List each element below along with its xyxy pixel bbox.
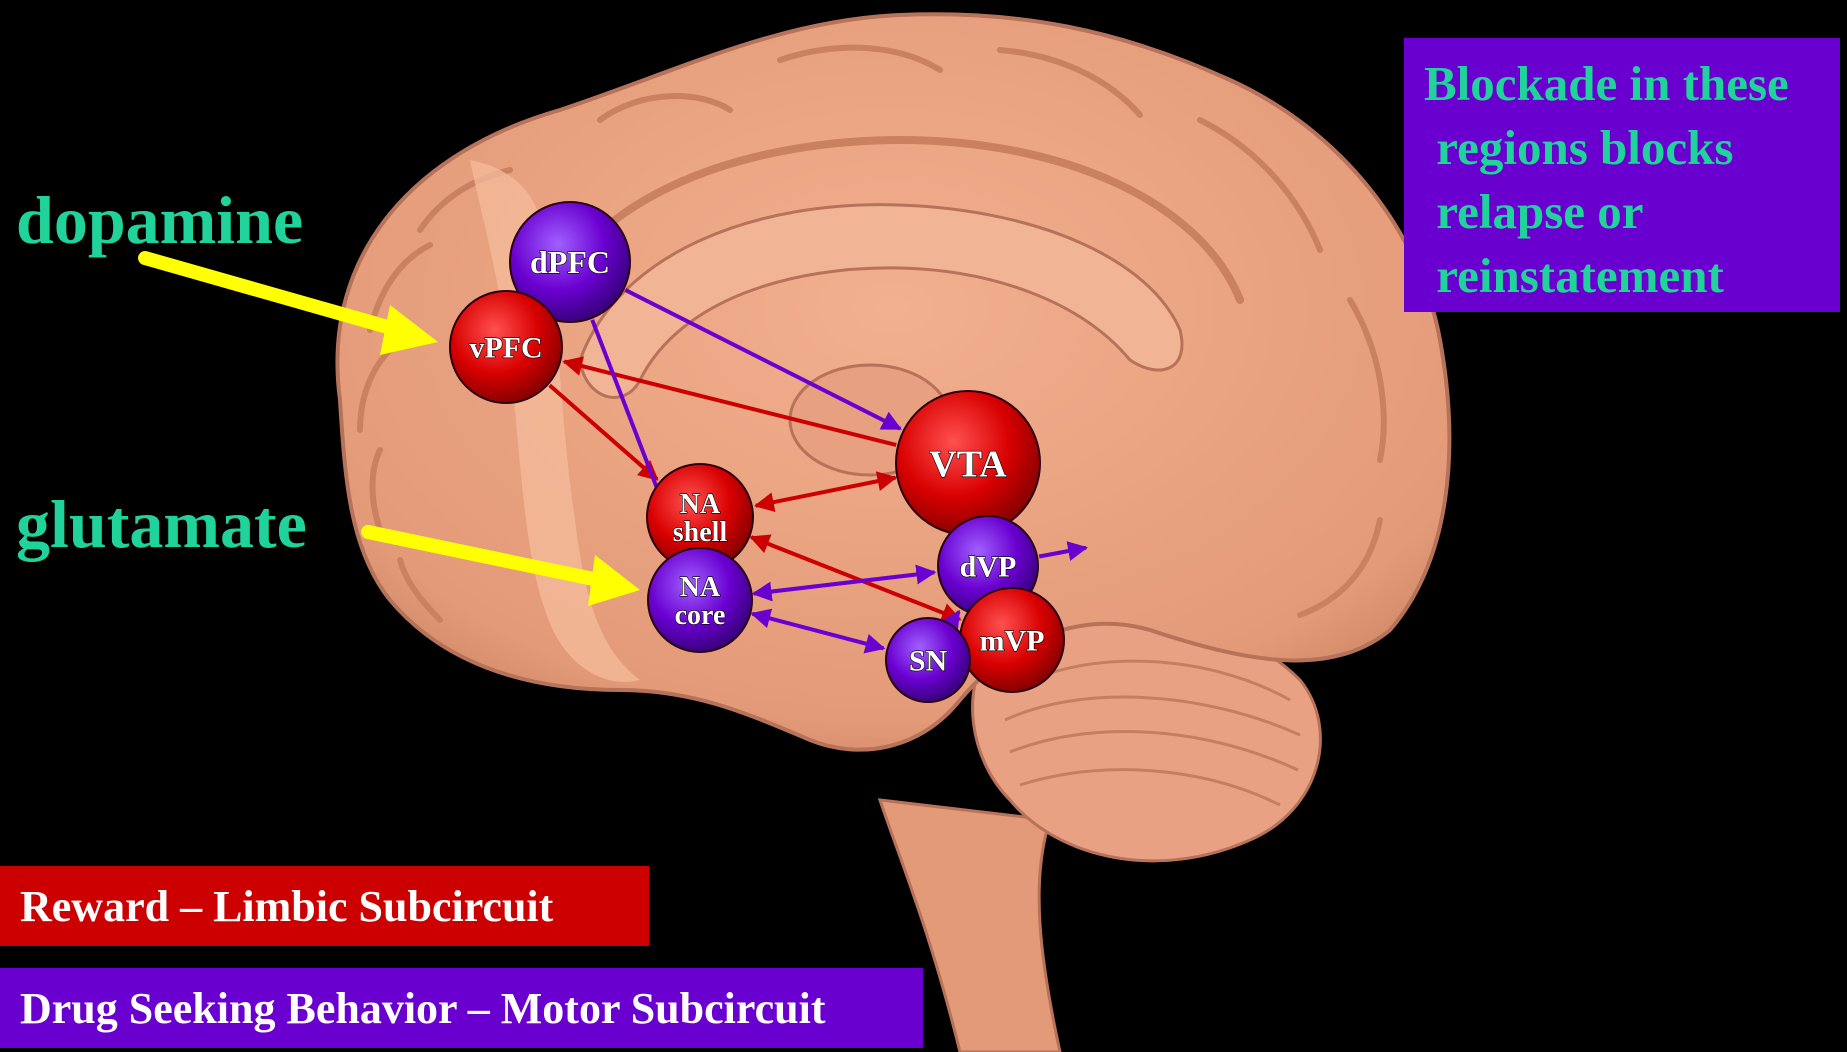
node-sn-label: SN: [909, 645, 948, 678]
legend-motor-text: Drug Seeking Behavior – Motor Subcircuit: [20, 983, 825, 1034]
dopamine-label: dopamine: [16, 186, 303, 254]
node-vpfc-label: vPFC: [469, 332, 542, 365]
node-na-core-label: NA: [680, 572, 721, 603]
node-sn: SN: [886, 618, 970, 702]
node-vta-label: VTA: [929, 443, 1007, 485]
node-mvp-label: mVP: [980, 625, 1045, 658]
node-dvp-label: dVP: [960, 551, 1017, 584]
glutamate-label: glutamate: [16, 490, 307, 558]
blockade-note-box: Blockade in these regions blocks relapse…: [1404, 38, 1840, 312]
node-na-shell-label: shell: [673, 517, 728, 548]
blockade-note-text: Blockade in these regions blocks relapse…: [1424, 52, 1840, 308]
node-vta: VTA: [896, 391, 1040, 535]
node-mvp: mVP: [960, 588, 1064, 692]
legend-reward-bar: Reward – Limbic Subcircuit: [0, 866, 649, 946]
node-vpfc: vPFC: [450, 291, 562, 403]
node-na-shell-label: NA: [680, 489, 721, 520]
node-dpfc-label: dPFC: [530, 244, 610, 280]
legend-motor-bar: Drug Seeking Behavior – Motor Subcircuit: [0, 968, 923, 1048]
legend-reward-text: Reward – Limbic Subcircuit: [20, 881, 553, 932]
node-na-core-label: core: [675, 600, 726, 631]
